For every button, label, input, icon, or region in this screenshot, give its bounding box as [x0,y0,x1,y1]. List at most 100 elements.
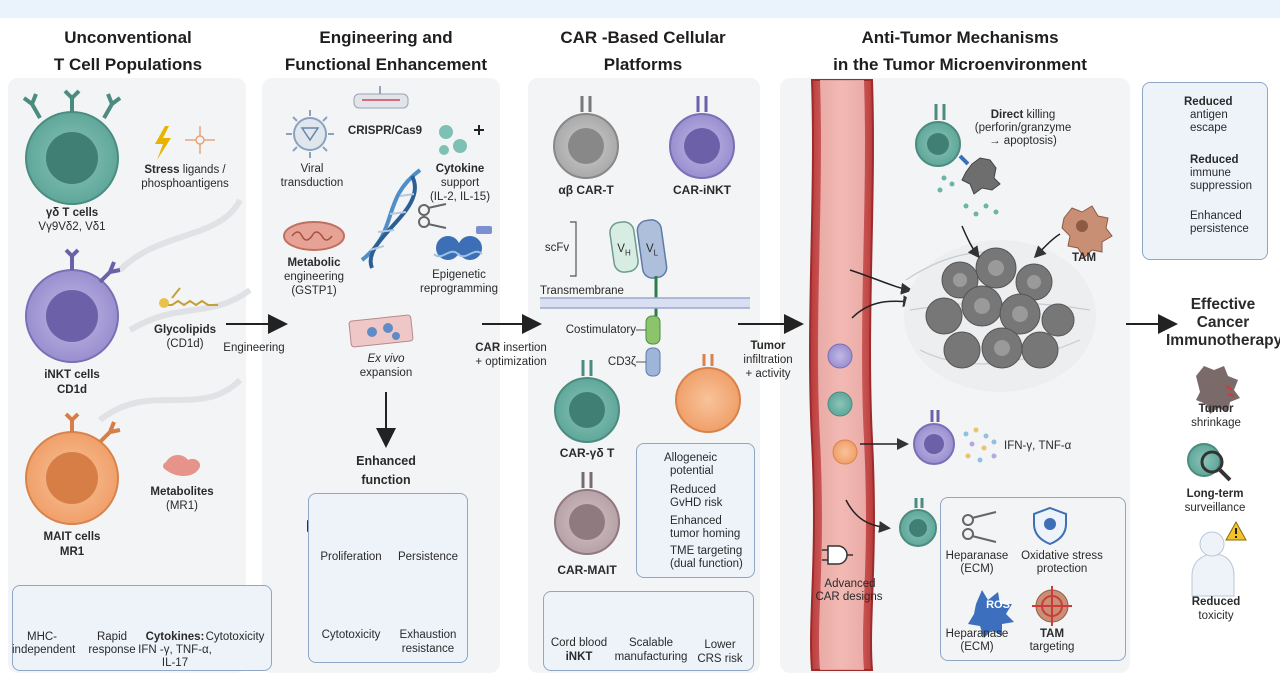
car-advantages-box [636,443,755,578]
enhanced-function-box [308,493,468,663]
adv-tme-1: TME targeting [670,545,743,557]
exvivo-label-1: Ex vivo [367,353,405,365]
col1-features-box [12,585,272,671]
car-inkt-label: CAR-iNKT [673,183,731,197]
advanced-car-box [940,497,1126,661]
adv-tme-2: (dual function) [670,558,743,570]
arrow-car-label-2: + optimization [475,356,547,368]
feature-rapid-l1: Rapid [96,631,128,643]
direct-killing-2: (perforin/granzyme [974,122,1072,134]
feature-cytokines-l1: Cytokines: [145,631,205,643]
outcome-toxicity-1: Reduced [1191,596,1241,608]
func-proliferation: Proliferation [320,551,382,563]
heparanase-2-l2: (ECM) [960,641,994,653]
oxidative-stress-l1: Oxidative stress [1021,550,1103,562]
tam-targeting-l1: TAM [1039,628,1065,640]
manuf-cordblood-2: iNKT [565,651,593,663]
cytokine-label-3: (IL-2, IL-15) [429,191,491,203]
heading-car-platforms: CAR -Based Cellular Platforms [560,28,726,74]
direct-killing-3: → apoptosis) [989,135,1057,147]
feature-mhc-l2: independent [12,644,76,656]
legend-3-l2: Enhanced [1190,210,1242,222]
func-cytotoxicity: Cytotoxicity [321,629,381,641]
feature-cytokines-l3: IL-17 [161,657,189,669]
feature-cytotoxicity: Cytotoxicity [205,631,265,643]
cytokine-label-2: support [440,177,480,189]
direct-killing-label: Direct killing [990,109,1056,121]
heparanase-1-l2: (ECM) [960,563,994,575]
inkt-cell-restriction: CD1d [56,384,88,396]
viral-label-1: Viral [300,163,324,175]
car-mait-label: CAR-MAIT [557,563,617,577]
metabolic-label-3: (GSTP1) [291,285,337,297]
manuf-cordblood-1: Cord blood [550,637,608,649]
arrow-engineering-label: Engineering [223,342,285,354]
epigenetic-label-2: reprogramming [420,283,498,295]
arrow-car-label: CAR insertion [475,342,547,354]
tam-label: TAM [1071,252,1097,264]
metabolites-label: Metabolites [150,486,214,498]
cytokine-label: Cytokine [435,163,485,175]
outcome-tumor-2: shrinkage [1191,417,1241,429]
ab-car-t-label: αβ CAR-T [558,183,614,197]
advanced-car-1: Advanced [824,578,876,590]
costimulatory-label: Costimulatory [565,324,636,336]
outcome-tumor-1: Tumor [1198,403,1234,415]
adv-homing-2: tumor homing [670,528,741,540]
gd-t-cell-label: γδ T cells [45,207,99,219]
car-gd-t-label: CAR-γδ T [559,446,615,460]
manuf-crs-1: Lower [704,639,736,651]
ros-label: ROS [986,599,1010,611]
legend-box [1142,82,1268,260]
func-exhaustion-2: resistance [401,643,455,655]
arrow-tumor-label: Tumor [750,340,786,352]
transmembrane-label: Transmembrane [540,285,624,297]
adv-homing-1: Enhanced [670,515,722,527]
outcome-title-2: Cancer [1196,314,1250,331]
adv-allogeneic-2: potential [670,465,714,477]
legend-2-l3: suppression [1190,180,1253,192]
heading-engineering: Engineering and Functional Enhancement [284,28,488,74]
manuf-scalable-1: Scalable [628,637,674,649]
heparanase-2-l1: Heparanase [945,628,1009,640]
outcome-title-1: Effective [1190,296,1256,313]
adv-gvhd-2: GvHD risk [670,497,723,509]
stress-ligands-label: Stress ligands / [144,164,226,176]
outcome-title-3: Immunotherapy [1166,332,1280,349]
heading-unconventional: Unconventional T Cell Populations [53,28,203,74]
adv-allogeneic-1: Allogeneic [664,452,718,464]
glycolipids-label: Glycolipids [154,324,216,336]
scfv-label: scFv [544,242,570,254]
mait-cell-label: MAIT cells [43,531,101,543]
manuf-crs-2: CRS risk [697,653,743,665]
metabolic-label-2: engineering [283,271,345,283]
feature-cytokines-l2: IFN -γ, TNF-α, [138,644,212,656]
manufacturing-box [543,591,754,671]
mait-cell-restriction: MR1 [59,546,85,558]
arrow-tumor-label-2: infiltration [743,354,793,366]
legend-2-l2: immune [1190,167,1231,179]
legend-1-l3: escape [1190,122,1228,134]
inkt-cell-label: iNKT cells [44,369,100,381]
cd3z-label: CD3ζ [607,356,636,368]
adv-gvhd-1: Reduced [670,484,717,496]
exvivo-label-2: expansion [359,367,413,379]
outcome-surveillance-1: Long-term [1186,488,1244,500]
legend-2-l1: Reduced [1190,154,1239,166]
func-persistence: Persistence [397,551,459,563]
advanced-car-2: CAR designs [815,591,883,603]
top-band [0,0,1280,18]
feature-rapid-l2: response [88,644,136,656]
heparanase-1-l1: Heparanase [945,550,1009,562]
tam-targeting-l2: targeting [1029,641,1075,653]
oxidative-stress-l2: protection [1036,563,1088,575]
metabolic-label: Metabolic [287,257,341,269]
ifn-tnf-label: IFN-γ, TNF-α [1004,440,1072,452]
crispr-label: CRISPR/Cas9 [347,125,423,137]
outcome-toxicity-2: toxicity [1198,610,1234,622]
legend-1-l1: Reduced [1184,96,1233,108]
legend-3-l3: persistence [1190,223,1249,235]
heading-tme: Anti-Tumor Mechanisms in the Tumor Micro… [833,28,1087,74]
gd-t-cell-subtypes: Vγ9Vδ2, Vδ1 [38,221,106,233]
